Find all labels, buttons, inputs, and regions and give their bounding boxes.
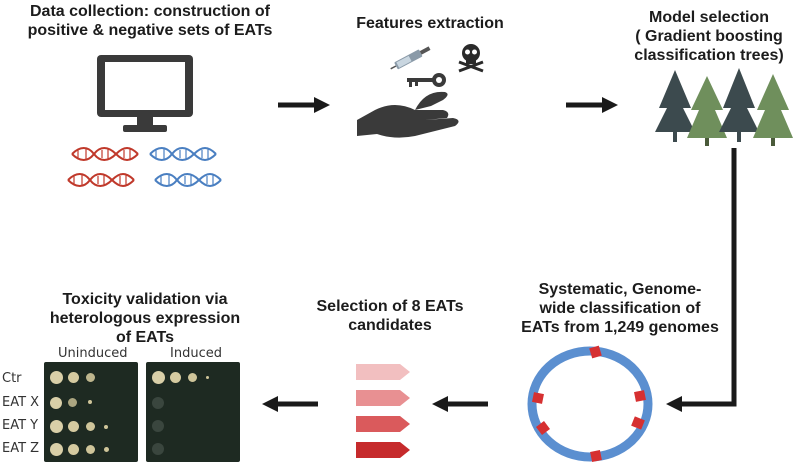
tree-1 xyxy=(655,70,695,142)
forest-trees-icon xyxy=(655,68,793,146)
genome-ring-icon xyxy=(527,345,653,462)
tree-3 xyxy=(719,68,759,142)
computer-monitor-icon xyxy=(97,55,193,132)
candidate-tags-icon xyxy=(356,364,410,458)
classification-title-line1: Systematic, Genome- xyxy=(538,281,702,298)
data-collection-title-line2: positive & negative sets of EATs xyxy=(27,22,273,39)
skull-crossbones-icon xyxy=(458,44,484,73)
dna-red-icon-1 xyxy=(71,147,139,161)
hand-icon xyxy=(357,91,459,138)
induced-label: Induced xyxy=(170,346,222,361)
tree-2 xyxy=(687,76,727,146)
row-label-eat-x: EAT X xyxy=(2,395,40,410)
validation-title-line1: Toxicity validation via xyxy=(62,291,228,308)
syringe-icon xyxy=(390,46,431,70)
row-label-eat-z: EAT Z xyxy=(2,441,40,456)
selection-title-line2: candidates xyxy=(348,317,432,334)
features-title: Features extraction xyxy=(330,14,530,33)
candidate-tag-1 xyxy=(356,364,410,380)
arrow-left-2 xyxy=(262,396,318,412)
features-title-text: Features extraction xyxy=(356,15,504,32)
model-title-line1: Model selection xyxy=(648,9,770,26)
validation-title-line3: of EATs xyxy=(115,329,175,346)
model-title-line2: ( Gradient boosting xyxy=(635,28,783,45)
connector-arrow-down-left xyxy=(666,148,737,412)
row-label-eat-y: EAT Y xyxy=(2,418,39,433)
classification-title-line3: EATs from 1,249 genomes xyxy=(521,319,719,336)
validation-title: Toxicity validation via heterologous exp… xyxy=(25,290,265,347)
dna-blue-icon-2 xyxy=(154,173,222,187)
candidate-tag-3 xyxy=(356,416,410,432)
classification-title-line2: wide classification of xyxy=(539,300,701,317)
candidate-tag-2 xyxy=(356,390,410,406)
key-icon xyxy=(407,73,446,87)
classification-title: Systematic, Genome- wide classification … xyxy=(490,280,750,337)
model-title: Model selection ( Gradient boosting clas… xyxy=(620,8,798,65)
arrow-left-1 xyxy=(432,396,488,412)
selection-title: Selection of 8 EATs candidates xyxy=(290,297,490,335)
validation-title-line2: heterologous expression xyxy=(49,310,241,327)
tree-4 xyxy=(753,74,793,146)
dna-blue-icon-1 xyxy=(149,147,217,161)
data-collection-title-line1: Data collection: construction of xyxy=(29,3,270,20)
uninduced-label: Uninduced xyxy=(58,346,128,361)
row-label-ctr: Ctr xyxy=(2,371,22,386)
arrow-right-2 xyxy=(566,97,618,113)
dna-red-icon-2 xyxy=(67,173,135,187)
candidate-tag-4 xyxy=(356,442,410,458)
selection-title-line1: Selection of 8 EATs xyxy=(316,298,464,315)
data-collection-title: Data collection: construction of positiv… xyxy=(0,2,300,40)
arrow-right-1 xyxy=(278,97,330,113)
model-title-line3: classification trees) xyxy=(634,47,784,64)
